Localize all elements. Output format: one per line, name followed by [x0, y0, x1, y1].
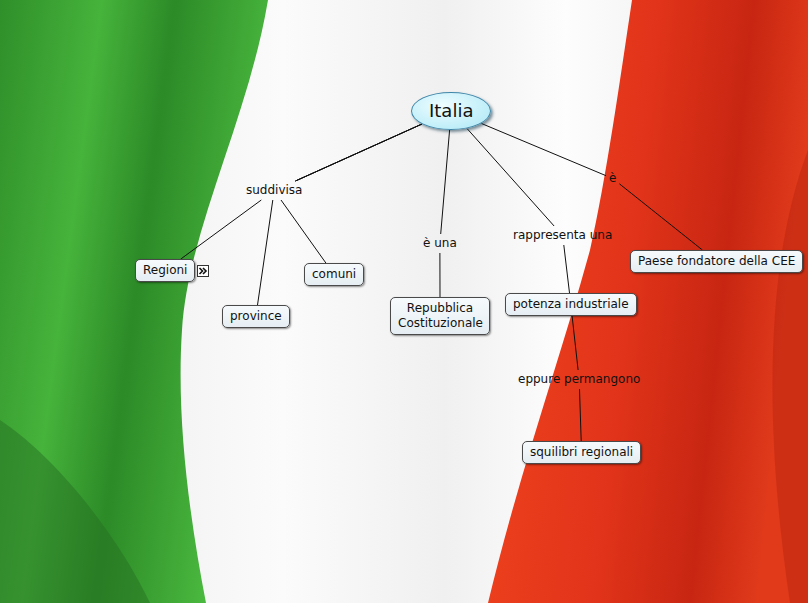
connector-line	[181, 124, 422, 259]
concept-box: province	[222, 305, 290, 328]
concept-box: Regioni	[135, 259, 195, 282]
concept-box: comuni	[304, 263, 364, 286]
main-concept: Italia	[411, 92, 491, 130]
linking-phrase: rappresenta una	[513, 228, 612, 243]
concept-box: Paese fondatore della CEE	[630, 250, 803, 273]
connector-line	[440, 130, 450, 297]
connector-line	[482, 124, 703, 251]
concept-text: Repubblica Costituzionale	[398, 301, 482, 331]
linking-phrase: è una	[423, 236, 457, 251]
linking-phrase: suddivisa	[246, 183, 302, 198]
concept-text: squilibri regionali	[530, 445, 633, 460]
concept-text: Regioni	[143, 263, 187, 278]
link-icon	[197, 265, 209, 277]
linking-phrase: eppure permangono	[518, 372, 640, 387]
concept-text: Italia	[429, 101, 473, 121]
linking-phrase: è	[609, 171, 616, 186]
concept-text: Paese fondatore della CEE	[638, 254, 795, 269]
concept-text: potenza industriale	[513, 297, 629, 312]
concept-box: squilibri regionali	[522, 441, 641, 464]
concept-text: province	[230, 309, 282, 324]
concept-box: potenza industriale	[505, 293, 637, 316]
concept-box: Repubblica Costituzionale	[390, 297, 490, 335]
connector-line	[258, 124, 423, 305]
connector-line	[467, 129, 570, 294]
concept-text: comuni	[312, 267, 356, 282]
